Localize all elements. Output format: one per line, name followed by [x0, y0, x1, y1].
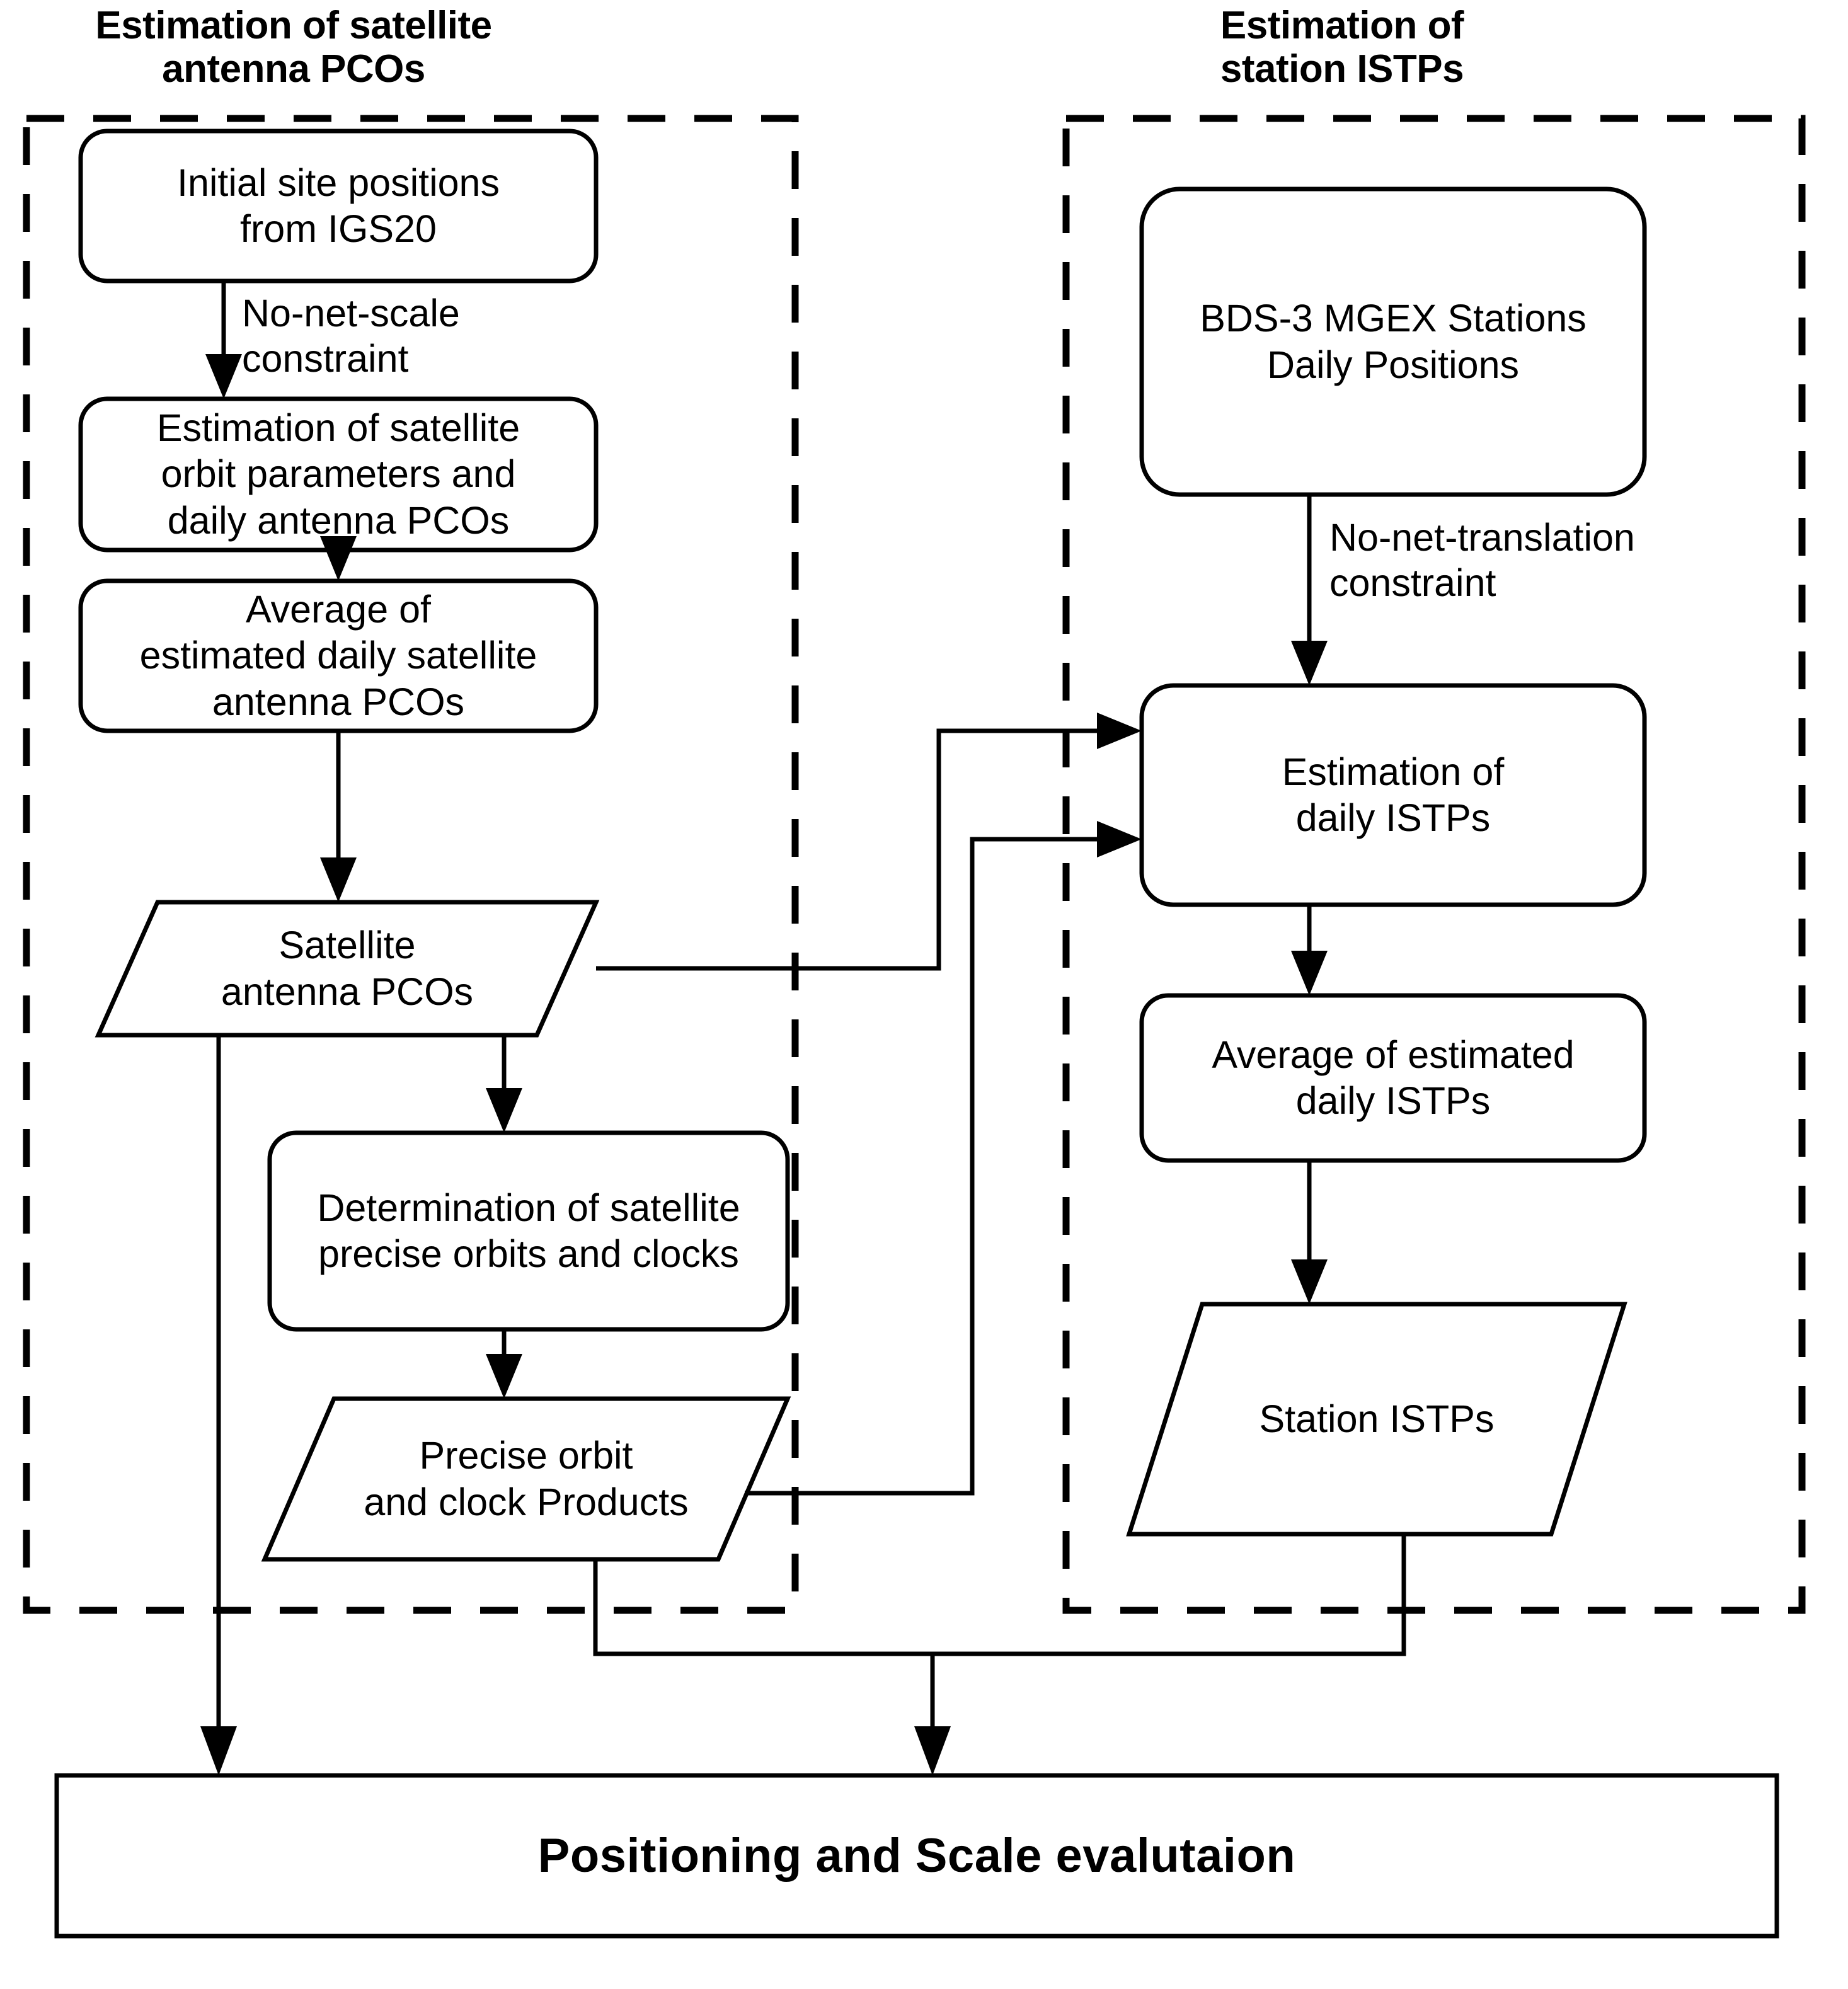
node-initial-site-positions[interactable] — [78, 129, 599, 284]
edge-bds3-to-istps — [1291, 495, 1328, 685]
label-positioning-scale-evaluation: Positioning and Scale evalutaion — [537, 1829, 1296, 1883]
no-net-translation-line1: No-net-translation — [1329, 516, 1635, 559]
node-positioning-scale-evaluation[interactable] — [54, 1773, 1779, 1939]
left-group-title-line1: Estimation of satellite — [95, 4, 492, 47]
right-group-boundary — [1062, 115, 1806, 1614]
edge-average-istps-to-station — [1291, 1161, 1328, 1304]
node-precise-orbit-clock-products[interactable] — [261, 1396, 791, 1562]
edge-average-to-satellite-pcos — [320, 731, 357, 902]
no-net-scale-line2: constraint — [242, 336, 409, 380]
edge-determination-to-products — [486, 1329, 522, 1399]
edge-satellite-pcos-to-final — [200, 1035, 237, 1775]
node-average-daily-istps[interactable] — [1139, 993, 1647, 1163]
no-net-scale-line1: No-net-scale — [242, 292, 460, 335]
node-bds3-mgex-stations[interactable] — [1139, 186, 1647, 497]
node-estimation-daily-istps[interactable] — [1139, 683, 1647, 907]
edge-initial-to-estimation — [205, 281, 242, 399]
left-group-boundary — [23, 115, 799, 1614]
left-group-title-line2: antenna PCOs — [162, 47, 425, 91]
edge-istps-to-average — [1291, 905, 1328, 995]
edge-satellite-pcos-to-determination — [486, 1035, 522, 1133]
node-estimation-orbit-params[interactable] — [78, 396, 599, 553]
right-group-title-line1: Estimation of — [1220, 4, 1464, 47]
no-net-translation-line2: constraint — [1329, 561, 1496, 604]
edge-products-to-final — [593, 1534, 1406, 1775]
right-group-title-line2: station ISTPs — [1220, 47, 1464, 91]
edge-estimation-to-average — [320, 536, 357, 581]
node-determination-orbits-clocks[interactable] — [267, 1130, 790, 1332]
node-average-daily-pcos[interactable] — [78, 578, 599, 733]
node-satellite-antenna-pcos[interactable] — [95, 900, 600, 1038]
edge-satellite-pcos-to-istps — [596, 713, 1142, 971]
edge-products-to-istps — [745, 821, 1142, 1496]
node-station-istps[interactable] — [1126, 1302, 1627, 1537]
